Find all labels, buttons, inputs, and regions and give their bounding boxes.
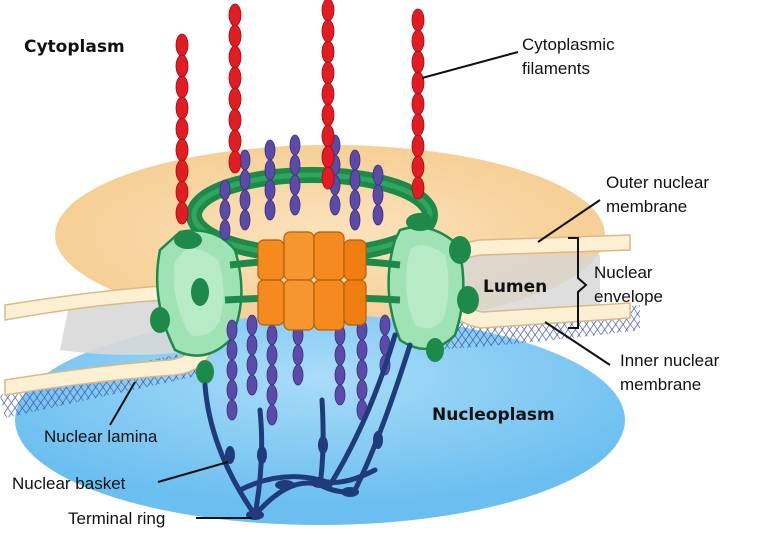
red-filament-2 (228, 3, 242, 174)
purple-filament-14 (379, 314, 391, 376)
purple-filament-5 (329, 134, 341, 216)
purple-filament-10 (266, 324, 278, 426)
label-lumen: Lumen (483, 277, 547, 297)
label-inner-nuclear-membrane: Inner nuclear membrane (620, 351, 724, 394)
purple-filament-2 (239, 149, 251, 231)
red-filament-1 (175, 33, 189, 225)
purple-filament-3 (264, 139, 276, 221)
label-nuclear-basket: Nuclear basket (12, 474, 126, 493)
cytoplasmic-filaments (175, 0, 425, 225)
purple-filament-12 (334, 324, 346, 406)
label-cytoplasm: Cytoplasm (24, 37, 125, 57)
purple-filament-1 (219, 179, 231, 241)
central-transporter (257, 231, 367, 331)
spoke-ring-left (150, 229, 243, 384)
purple-filament-7 (372, 164, 384, 226)
leader-nuclear-basket (157, 461, 229, 483)
label-outer-nuclear-membrane: Outer nuclear membrane (606, 173, 714, 216)
purple-filament-4 (289, 134, 301, 216)
spoke-ring-right (387, 213, 479, 362)
leader-outer-membrane (537, 199, 601, 243)
label-nuclear-lamina: Nuclear lamina (44, 427, 158, 446)
purple-filament-13 (356, 319, 368, 421)
purple-filament-6 (349, 149, 361, 231)
lumen-region-right (440, 255, 600, 315)
purple-fg-filaments (219, 134, 391, 426)
purple-filament-11 (292, 324, 304, 386)
label-nucleoplasm: Nucleoplasm (432, 405, 555, 425)
label-cytoplasmic-filaments: Cytoplasmic filaments (522, 35, 619, 78)
red-filament-4 (411, 8, 425, 200)
leader-cytoplasmic-filaments (421, 51, 519, 79)
purple-filament-8 (226, 319, 238, 421)
nuclear-envelope-bracket (568, 237, 588, 329)
leader-nuclear-lamina (109, 381, 136, 426)
label-terminal-ring: Terminal ring (68, 509, 165, 528)
red-filament-3 (321, 0, 335, 190)
purple-filament-9 (246, 314, 258, 396)
label-nuclear-envelope: Nuclear envelope (594, 263, 663, 306)
leader-inner-membrane (544, 321, 611, 366)
